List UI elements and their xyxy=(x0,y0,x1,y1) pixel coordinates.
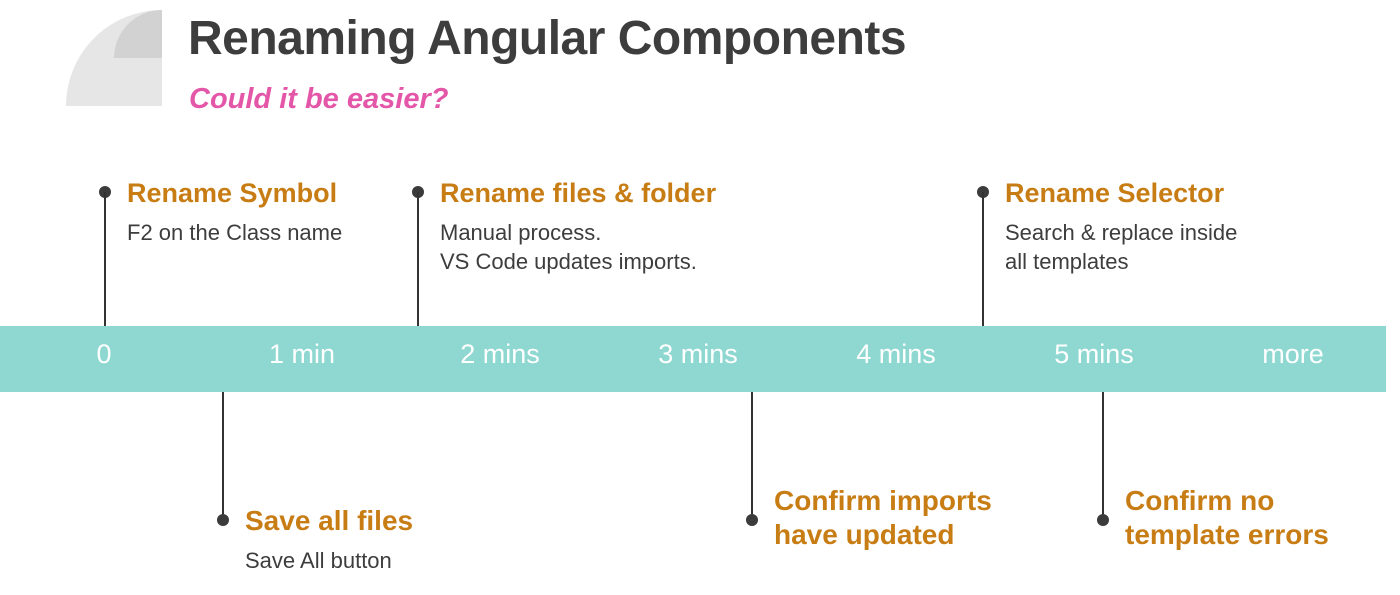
marker-dot-icon xyxy=(1097,514,1109,526)
marker-dot-icon xyxy=(746,514,758,526)
marker-title-wrap: Save all files xyxy=(245,504,413,538)
timeline-tick-1: 1 min xyxy=(268,339,336,369)
marker-stem xyxy=(982,192,984,326)
logo-inner-arc xyxy=(114,10,162,58)
marker-desc-wrap: F2 on the Class name xyxy=(127,218,342,247)
marker-title-wrap: Rename Symbol xyxy=(127,178,342,208)
marker-dot-icon xyxy=(217,514,229,526)
page-subtitle: Could it be easier? xyxy=(189,83,449,115)
marker-top-desc-1-line-0: Manual process. xyxy=(440,220,602,246)
timeline-tick-0: 0 xyxy=(96,339,112,369)
marker-label-block: Rename Symbol F2 on the Class name xyxy=(127,178,342,247)
marker-stem xyxy=(222,392,224,520)
marker-bottom-title-0: Save all files xyxy=(245,505,414,536)
marker-top-title-2: Rename Selector xyxy=(1005,178,1225,208)
timeline-tick-3: 3 mins xyxy=(658,339,738,369)
page-title: Renaming Angular Components xyxy=(188,12,907,65)
marker-stem xyxy=(417,192,419,326)
timeline-bar xyxy=(0,326,1386,392)
marker-top-title-1: Rename files & folder xyxy=(440,178,717,208)
marker-bottom-title-2-line-1: template errors xyxy=(1125,519,1329,551)
marker-bottom-desc-0: Save All button xyxy=(245,548,392,574)
timeline-tick-4: 4 mins xyxy=(856,339,936,369)
timeline-tick-6: more xyxy=(1262,339,1324,369)
angular-quarter-circle-logo xyxy=(66,10,162,106)
marker-stem xyxy=(1102,392,1104,520)
marker-top-desc-1-line-1: VS Code updates imports. xyxy=(440,249,697,275)
marker-top-title-0: Rename Symbol xyxy=(127,178,338,208)
marker-bottom-title-1-line-0: Confirm imports xyxy=(774,485,992,516)
marker-title-wrap: Rename Selector xyxy=(1005,178,1237,208)
marker-stem xyxy=(751,392,753,520)
marker-bottom-title-1-line-1: have updated xyxy=(774,519,955,551)
marker-title-wrap: Rename files & folder xyxy=(440,178,716,208)
header: Renaming Angular Components Could it be … xyxy=(0,0,1400,150)
marker-top-desc-2-line-1: all templates xyxy=(1005,249,1129,275)
marker-desc-wrap: Manual process. VS Code updates imports. xyxy=(440,218,716,276)
marker-top-desc-2-line-0: Search & replace inside xyxy=(1005,220,1238,246)
timeline-tick-5: 5 mins xyxy=(1054,339,1134,369)
timeline-tick-2: 2 mins xyxy=(460,339,540,369)
marker-top-desc-0: F2 on the Class name xyxy=(127,220,343,246)
marker-desc-wrap: Search & replace inside all templates xyxy=(1005,218,1237,276)
marker-bottom-title-2-line-0: Confirm no xyxy=(1125,485,1275,516)
marker-stem xyxy=(104,192,106,326)
